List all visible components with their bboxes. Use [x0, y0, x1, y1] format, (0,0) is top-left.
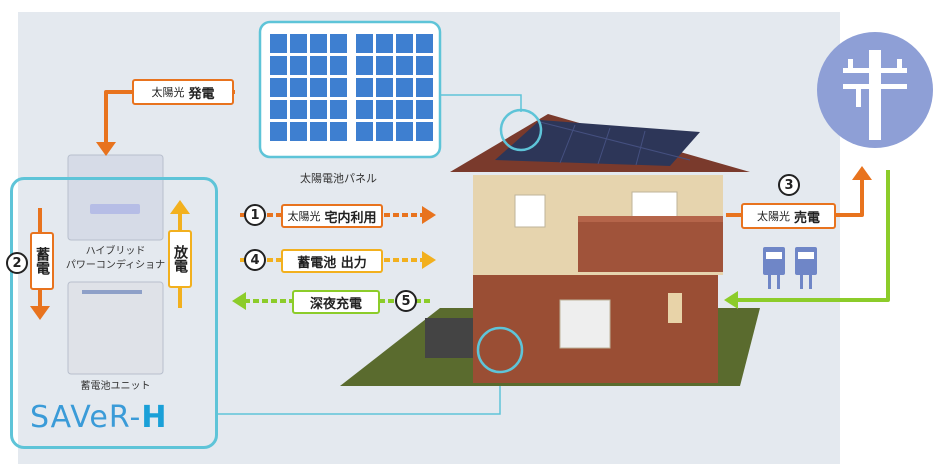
sell-label-big: 売電: [793, 210, 820, 226]
sell-label: 太陽光 売電: [741, 203, 836, 229]
flow-number-5: 5: [395, 290, 417, 312]
charge-label: 蓄電: [30, 232, 54, 290]
discharge-label-text: 放電: [172, 245, 188, 273]
generation-label-small: 太陽光: [151, 86, 185, 99]
battery-unit: [67, 281, 164, 375]
discharge-label: 放電: [168, 230, 192, 288]
brand-h: H: [141, 400, 168, 435]
generation-label: 太陽光 発電: [132, 79, 234, 105]
home-use-label: 太陽光 宅内利用: [281, 204, 383, 228]
home-use-label-small: 太陽光: [287, 210, 321, 223]
solar-panel-icon: [258, 20, 442, 159]
home-use-label-big: 宅内利用: [324, 210, 377, 226]
flow-number-3: 3: [778, 174, 800, 196]
battery-output-label-text: 蓄電池 出力: [297, 255, 367, 271]
brand-text: SAVeR-: [30, 400, 142, 435]
flow-number-2: 2: [6, 252, 28, 274]
pcs-caption-line2: パワーコンディショナ: [65, 260, 166, 271]
grid-supply-arrow: [735, 170, 890, 302]
saver-h-logo: SAVeR-H: [30, 400, 167, 435]
night-charge-label-text: 深夜充電: [309, 296, 362, 312]
night-charge-label: 深夜充電: [292, 290, 380, 314]
sell-label-small: 太陽光: [756, 210, 790, 223]
panel-connector-line: [440, 94, 522, 112]
generation-label-big: 発電: [188, 86, 215, 102]
battery-output-label: 蓄電池 出力: [281, 249, 383, 273]
roof-highlight-circle: [499, 108, 543, 152]
solar-panel-caption: 太陽電池パネル: [300, 172, 377, 185]
arrowheads: [30, 142, 872, 320]
utility-pole-icon: [817, 32, 933, 148]
house-illustration: [340, 114, 760, 386]
battery-caption: 蓄電池ユニット: [80, 381, 151, 392]
flow-number-4: 4: [244, 249, 266, 271]
meter-highlight-circle: [476, 326, 524, 374]
flow-number-1: 1: [244, 204, 266, 226]
charge-label-text: 蓄電: [34, 247, 50, 275]
saver-h-system-frame: [10, 177, 218, 449]
pcs-caption-line1: ハイブリッド: [85, 246, 146, 257]
power-conditioner-unit: [67, 154, 164, 241]
electric-meter-icon: [763, 247, 817, 289]
